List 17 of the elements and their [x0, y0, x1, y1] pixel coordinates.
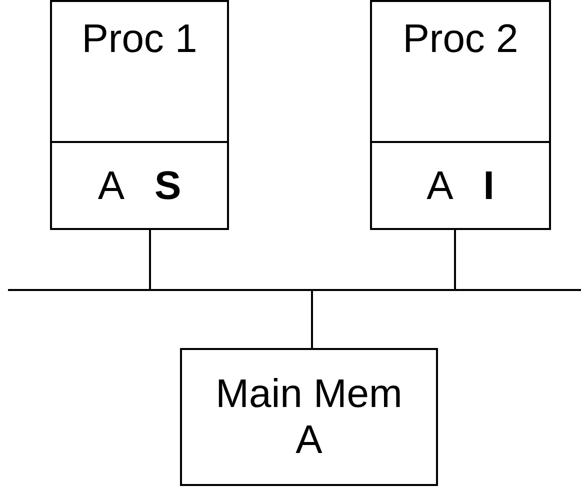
- node-title: Proc 1: [82, 16, 198, 63]
- bus-line: [8, 289, 581, 291]
- cache-state: I: [483, 162, 494, 208]
- connector-line: [311, 291, 313, 348]
- node-title: Proc 2: [402, 16, 518, 63]
- memory-box: [180, 348, 438, 486]
- connector-line: [454, 230, 456, 289]
- cache-box: [50, 141, 229, 230]
- cache-box: [370, 141, 551, 230]
- processor-box: [370, 0, 551, 143]
- cache-address: A: [426, 162, 454, 208]
- cache-address: A: [98, 162, 124, 208]
- node-title: Main Mem: [216, 371, 402, 417]
- cache-state: S: [154, 162, 182, 208]
- connector-line: [149, 230, 151, 289]
- processor-box: [50, 0, 229, 143]
- node-content: A: [296, 417, 322, 463]
